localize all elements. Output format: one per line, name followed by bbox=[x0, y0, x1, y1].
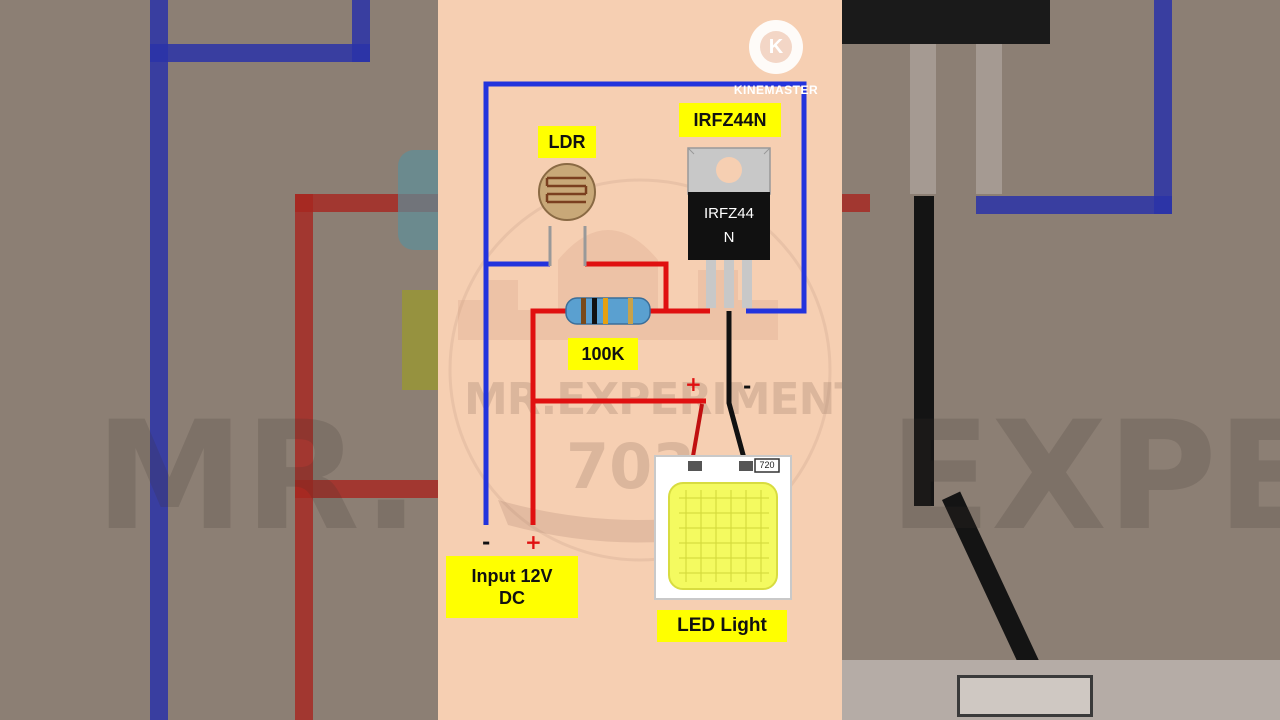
mosfet-component bbox=[687, 147, 771, 308]
input-voltage-line1: Input 12V bbox=[471, 565, 553, 586]
blur-yellow-label bbox=[402, 290, 438, 390]
logo-letter: K bbox=[768, 35, 784, 58]
resistor-component bbox=[565, 297, 651, 325]
mosfet-body-label: IRFZ44 N bbox=[688, 202, 770, 250]
led-plus-sign: + bbox=[685, 372, 702, 396]
blur-black-wire bbox=[914, 196, 934, 506]
blur-blue-wire bbox=[150, 44, 370, 62]
blur-blue-wire bbox=[150, 0, 168, 720]
mosfet-label: IRFZ44N bbox=[679, 103, 781, 137]
blur-red-wire bbox=[295, 194, 313, 720]
ldr-label: LDR bbox=[538, 126, 596, 158]
input-voltage-label: Input 12V DC bbox=[446, 556, 578, 618]
input-voltage-line2: DC bbox=[499, 588, 525, 608]
input-minus-sign: - bbox=[482, 530, 491, 554]
blur-mosfet bbox=[842, 0, 1050, 44]
led-light-label: LED Light bbox=[657, 610, 787, 642]
left-blurred-background: MR. EXPERIMENT bbox=[0, 0, 438, 720]
black-wire bbox=[726, 311, 748, 463]
blur-pin bbox=[910, 44, 936, 194]
right-blurred-background: MR. EXPERIMENT bbox=[842, 0, 1280, 720]
led-chip-code: 720 bbox=[759, 460, 775, 470]
mosfet-body-line2: N bbox=[723, 229, 735, 246]
blur-blue-wire bbox=[976, 196, 1172, 214]
blur-blue-wire bbox=[352, 0, 370, 62]
kinemaster-k-icon bbox=[760, 31, 792, 63]
input-plus-sign: + bbox=[525, 530, 542, 554]
circuit-wires bbox=[483, 81, 807, 600]
kinemaster-logo: K bbox=[749, 20, 803, 74]
mosfet-body-line1: IRFZ44 bbox=[703, 205, 754, 222]
kinemaster-watermark-text: KINEMASTER bbox=[733, 83, 819, 97]
background-watermark-left: MR. EXPERIMENT bbox=[95, 390, 438, 564]
ldr-component bbox=[538, 163, 596, 266]
resistor-label: 100K bbox=[568, 338, 638, 370]
circuit-diagram-panel: MR.EXPERIMENT 703 bbox=[438, 0, 842, 720]
blur-blue-wire bbox=[1154, 0, 1172, 214]
blue-wire bbox=[483, 81, 807, 525]
red-wire bbox=[530, 261, 710, 525]
led-minus-sign: - bbox=[743, 374, 752, 398]
blur-ldr bbox=[398, 150, 438, 250]
background-watermark-right: MR. EXPERIMENT bbox=[842, 390, 1280, 564]
blur-red-wire bbox=[842, 194, 870, 212]
blur-red-wire bbox=[295, 480, 438, 498]
blur-pad bbox=[957, 675, 1093, 717]
blur-pin bbox=[976, 44, 1002, 194]
led-cob-component bbox=[654, 455, 792, 600]
